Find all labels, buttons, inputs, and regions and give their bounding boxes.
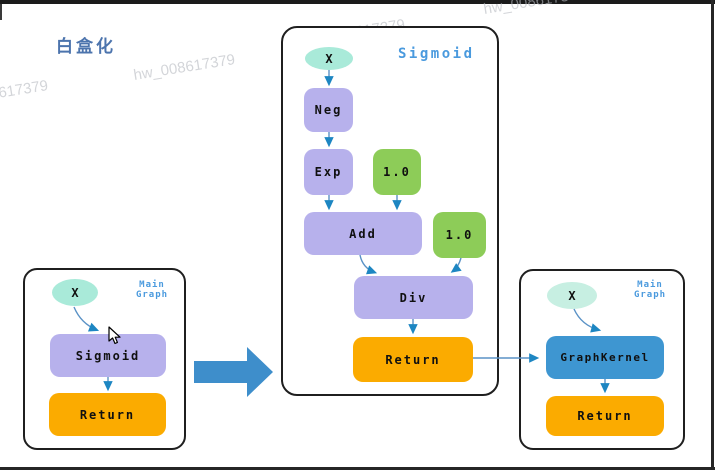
transform-arrow: [194, 347, 273, 397]
slide-title: 白盒化: [56, 37, 116, 57]
bottom-screen-edge: [0, 467, 715, 470]
sigmoid-subgraph-title: Sigmoid: [398, 46, 475, 62]
left-screen-edge: [0, 4, 2, 20]
node-input-x: X: [52, 279, 98, 306]
node-input-x: X: [547, 282, 597, 309]
top-screen-edge: [0, 0, 715, 4]
watermark: hw_008617379: [0, 77, 50, 110]
node-div-op: Div: [354, 276, 473, 319]
main-graph-label-line2: Graph: [633, 290, 667, 300]
node-graphkernel-op: GraphKernel: [546, 336, 664, 379]
node-add-op: Add: [304, 212, 422, 255]
main-graph-label-line1: Main: [139, 280, 165, 290]
main-graph-label-line2: Graph: [135, 290, 169, 300]
node-return: Return: [49, 393, 166, 436]
main-graph-label: Main Graph: [130, 280, 174, 300]
node-return: Return: [353, 337, 473, 382]
node-constant-one: 1.0: [433, 212, 486, 258]
right-screen-edge: [711, 0, 714, 470]
watermark: hw_008617379: [132, 51, 237, 84]
node-input-x: X: [305, 47, 353, 70]
node-exp-op: Exp: [304, 149, 353, 195]
main-graph-label: Main Graph: [628, 280, 672, 300]
main-graph-label-line1: Main: [637, 280, 663, 290]
node-neg-op: Neg: [304, 88, 353, 132]
sigmoid-subgraph-panel: [281, 26, 499, 396]
node-sigmoid-op: Sigmoid: [50, 334, 166, 377]
node-constant-one: 1.0: [373, 149, 421, 195]
node-return: Return: [546, 396, 664, 436]
